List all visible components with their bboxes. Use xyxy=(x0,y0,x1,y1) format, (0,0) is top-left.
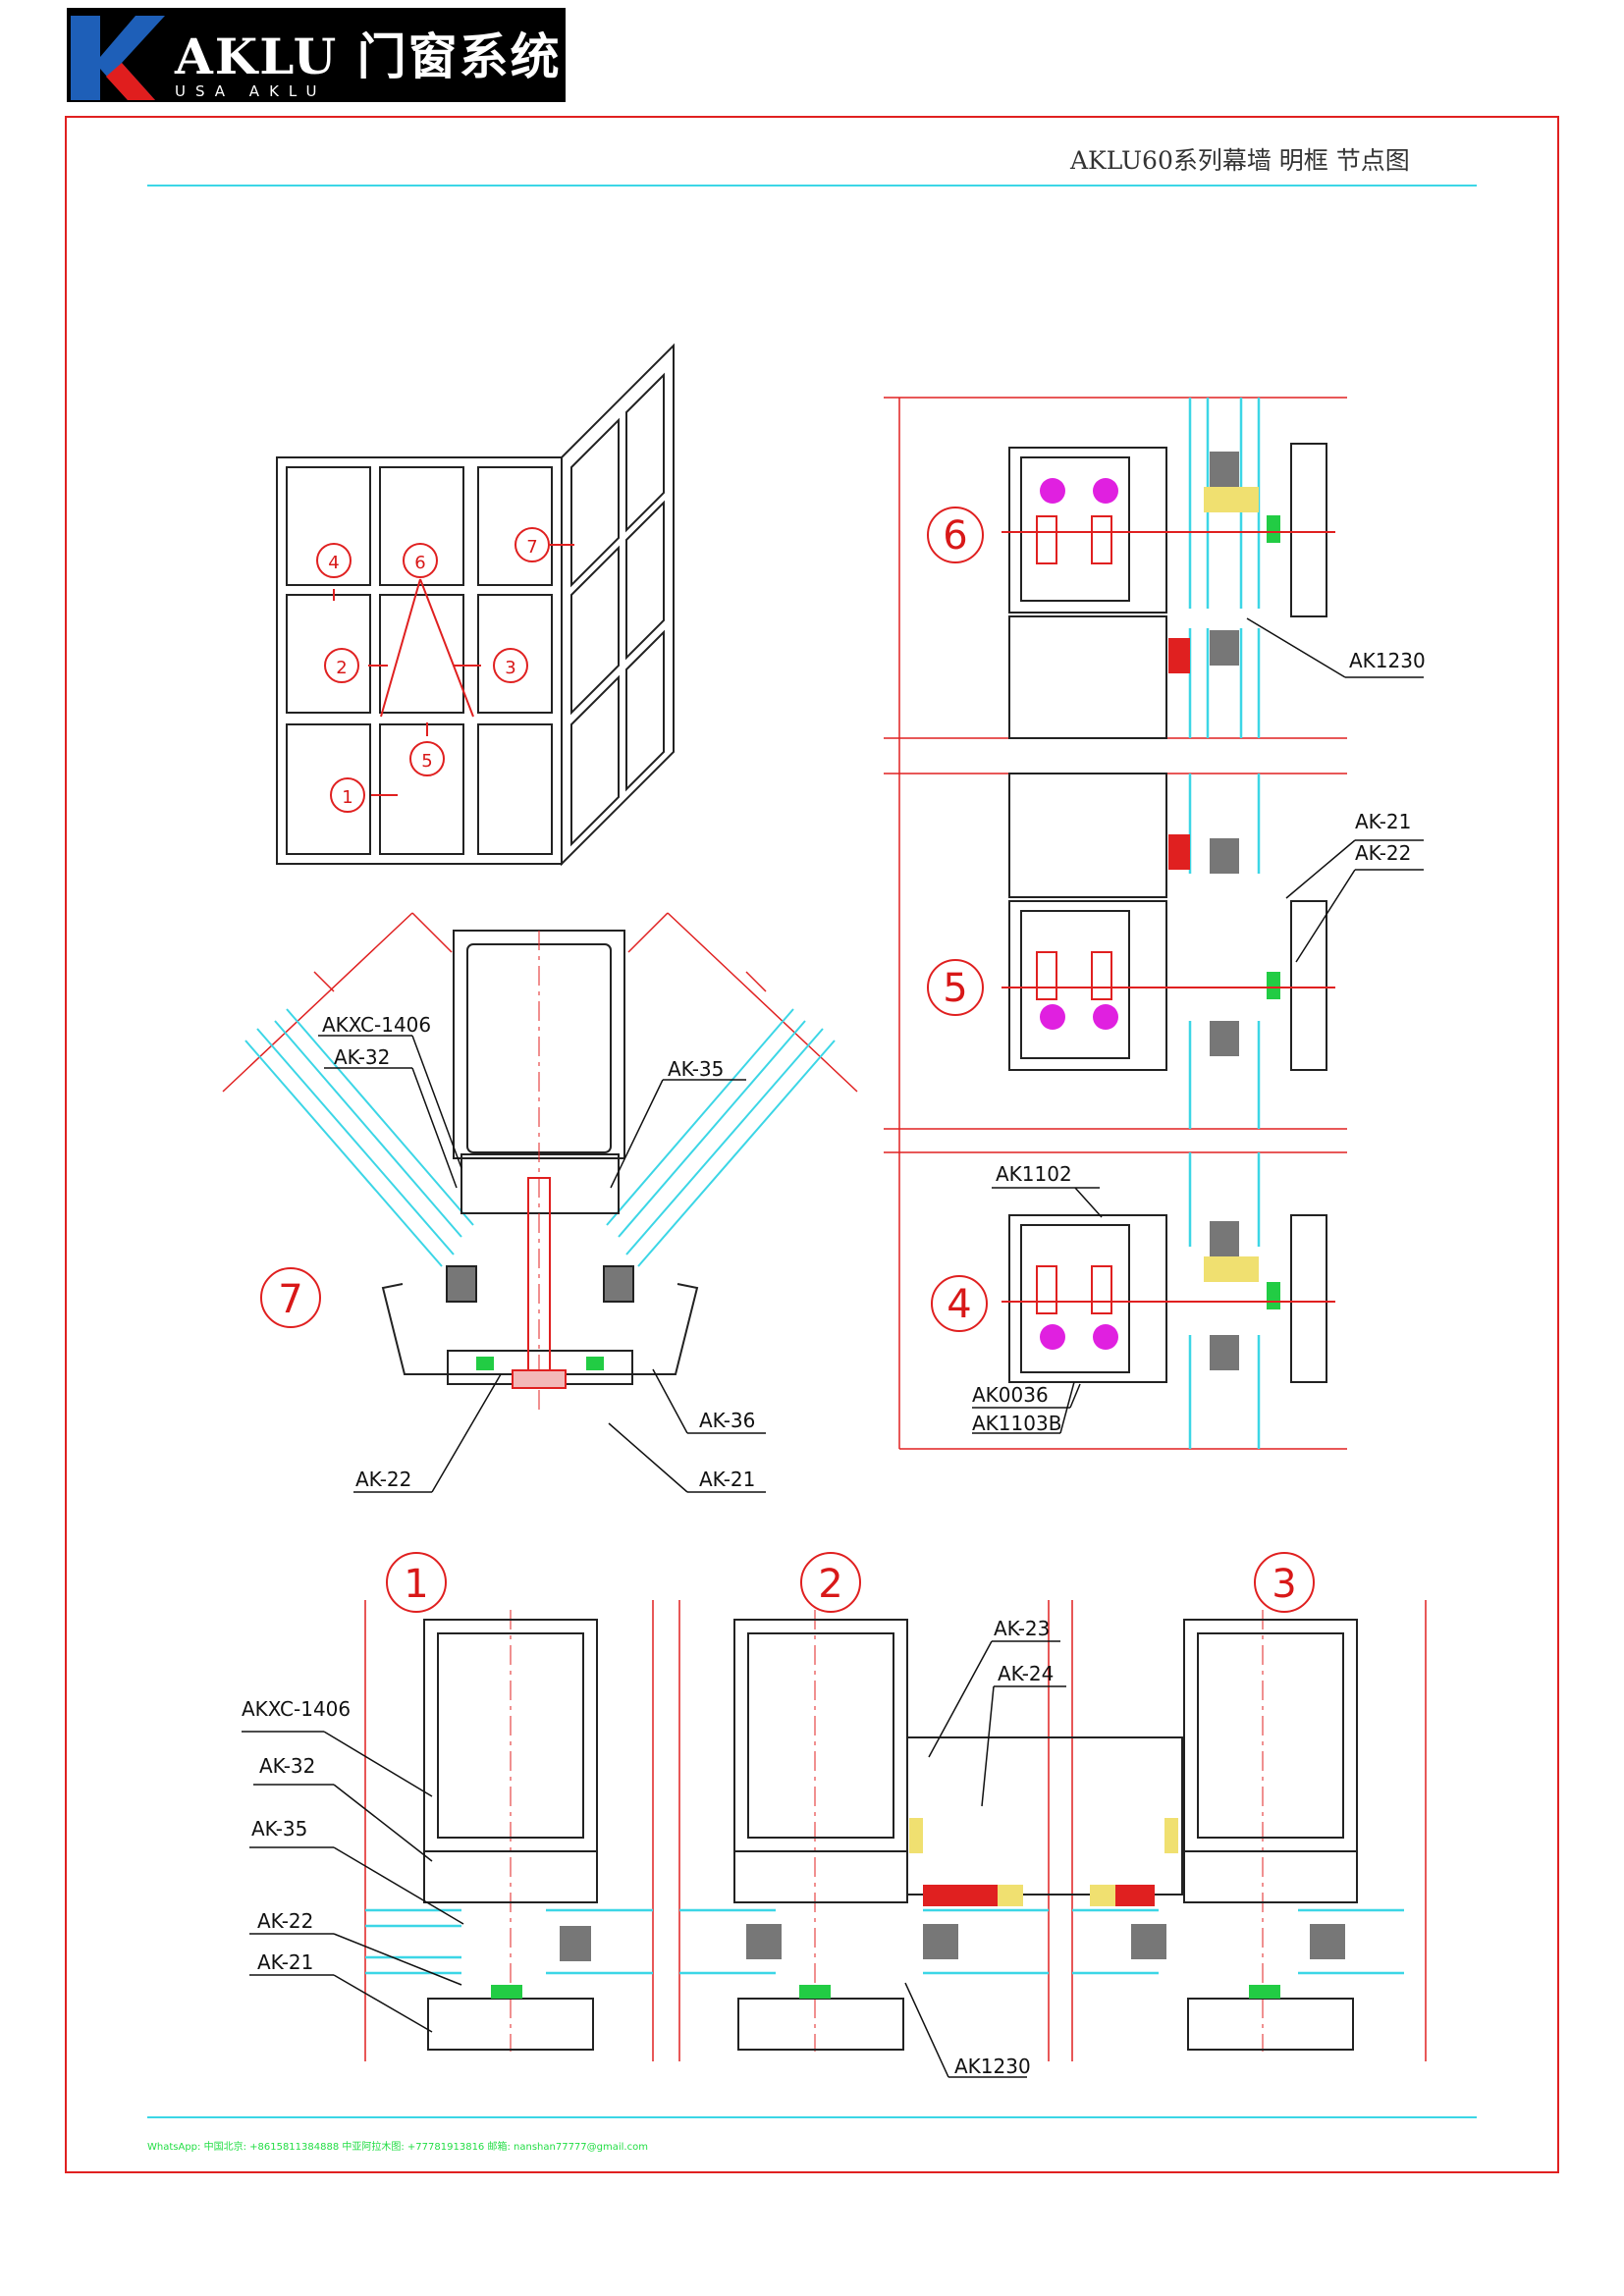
logo-subtext: USA AKLU xyxy=(175,82,327,100)
part-labels: AKXC-1406 AK-32 AK-35 AK-36 AK-22 AK-21 … xyxy=(242,649,1426,2078)
label-d2-ak-23: AK-23 xyxy=(994,1617,1050,1640)
label-d1-akxc-1406: AKXC-1406 xyxy=(242,1697,351,1721)
detail-callout-numbers: 1 2 3 4 5 6 7 xyxy=(278,513,1296,1607)
label-d1-ak-35: AK-35 xyxy=(251,1817,307,1841)
detail-1-number: 1 xyxy=(404,1562,428,1607)
key-plan-callout-numbers: 1 2 3 4 5 6 7 xyxy=(328,537,537,808)
key-plan-markers xyxy=(333,544,574,796)
detail-4-number: 4 xyxy=(947,1282,971,1327)
callout-1: 1 xyxy=(342,787,352,808)
label-d7-ak-36: AK-36 xyxy=(699,1409,755,1432)
drawing-frame xyxy=(65,116,1559,2173)
footer-rule xyxy=(147,2116,1477,2118)
callout-5: 5 xyxy=(421,751,432,772)
label-d4-ak1103b: AK1103B xyxy=(972,1412,1061,1435)
callout-7: 7 xyxy=(526,537,537,558)
detail-3-number: 3 xyxy=(1272,1562,1296,1607)
callout-4: 4 xyxy=(328,553,339,573)
logo-k-mark xyxy=(71,16,165,100)
label-d2-ak-24: AK-24 xyxy=(998,1662,1054,1685)
label-d4-ak1102: AK1102 xyxy=(996,1162,1072,1186)
label-d7-ak-35: AK-35 xyxy=(668,1057,724,1081)
callout-2: 2 xyxy=(336,658,347,678)
header-rule xyxy=(147,185,1477,187)
label-d1-ak-22: AK-22 xyxy=(257,1909,313,1933)
label-d1-ak-32: AK-32 xyxy=(259,1754,315,1778)
label-d1-ak-21: AK-21 xyxy=(257,1950,313,1974)
label-d6-ak1230: AK1230 xyxy=(1349,649,1426,672)
footer-contact: WhatsApp: 中国北京: +8615811384888 中亚阿拉木图: +… xyxy=(147,2142,648,2153)
detail-7-section xyxy=(222,912,858,1493)
logo-brand-text: AKLU 门窗系统 xyxy=(175,27,562,85)
detail-5-number: 5 xyxy=(943,966,967,1011)
details-4-5-6-sections xyxy=(884,397,1424,1450)
label-d2-ak1230: AK1230 xyxy=(954,2055,1031,2078)
callout-6: 6 xyxy=(414,553,425,573)
label-d7-ak-22: AK-22 xyxy=(355,1468,411,1491)
key-plan xyxy=(276,343,675,867)
label-d7-akxc-1406: AKXC-1406 xyxy=(322,1013,431,1037)
detail-6-number: 6 xyxy=(943,513,967,559)
label-d7-ak-21: AK-21 xyxy=(699,1468,755,1491)
label-d5-ak-21: AK-21 xyxy=(1355,810,1411,833)
label-d7-ak-32: AK-32 xyxy=(334,1045,390,1069)
callout-3: 3 xyxy=(505,658,515,678)
page-title: AKLU60系列幕墙 明框 节点图 xyxy=(1070,146,1410,175)
detail-7-number: 7 xyxy=(278,1277,302,1322)
label-d5-ak-22: AK-22 xyxy=(1355,841,1411,865)
detail-2-number: 2 xyxy=(818,1562,842,1607)
label-d4-ak0036: AK0036 xyxy=(972,1383,1049,1407)
callout-circles xyxy=(260,507,1315,1613)
details-1-2-3-sections xyxy=(242,1600,1427,2078)
brand-logo: AKLU 门窗系统 USA AKLU xyxy=(67,8,566,102)
